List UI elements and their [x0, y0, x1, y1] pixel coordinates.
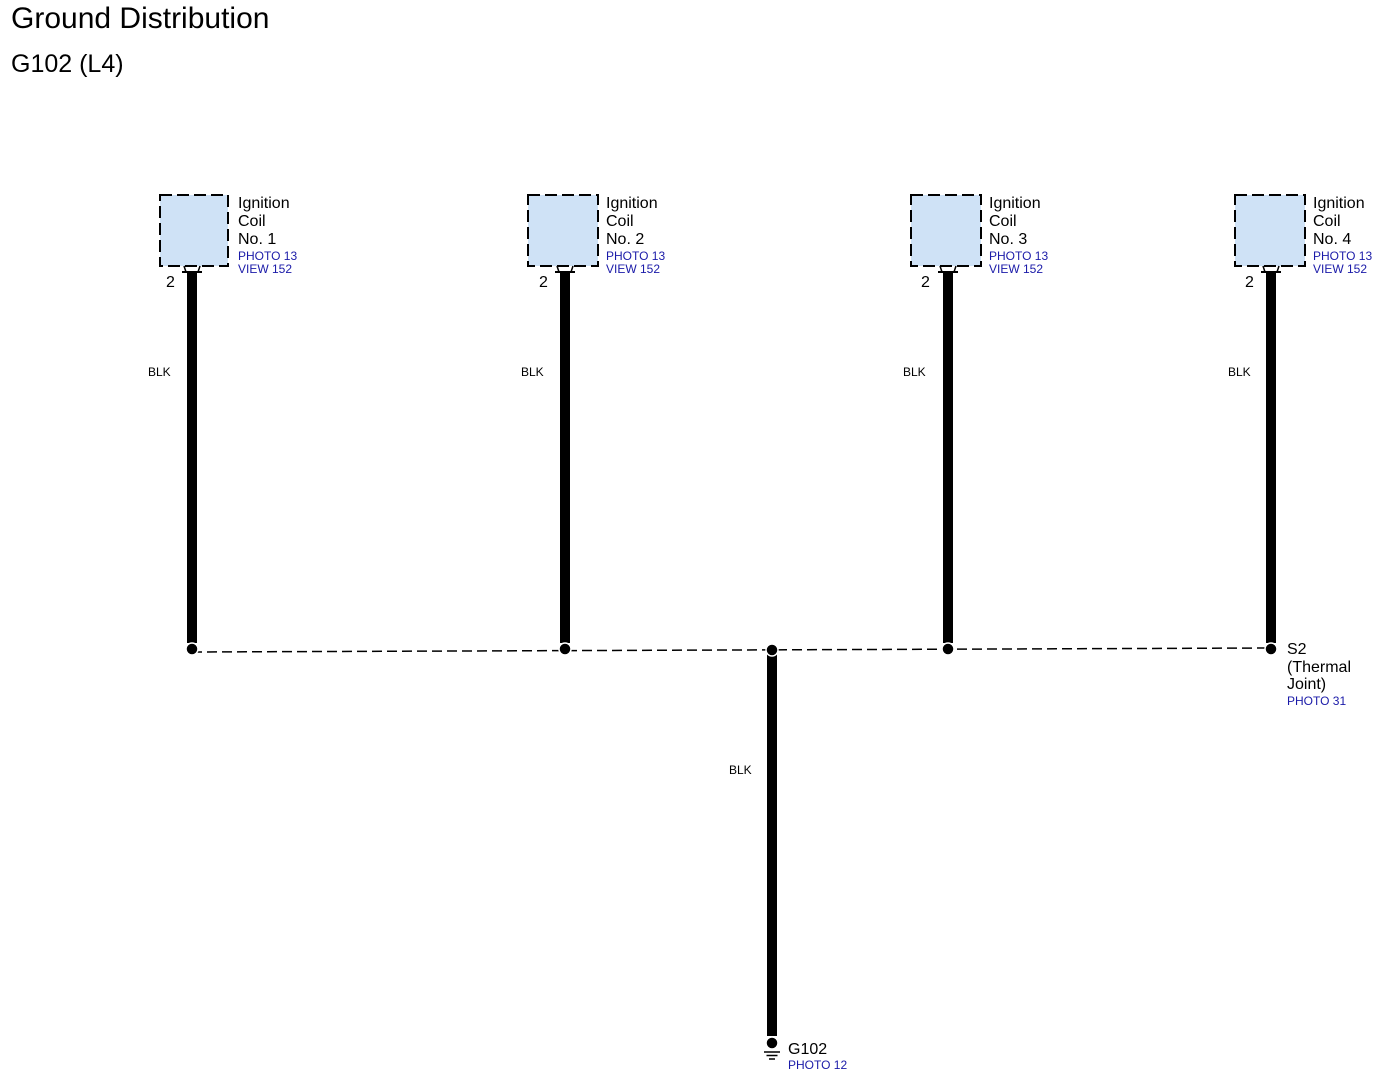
connector-tick-right: [953, 265, 957, 273]
component-name-line: Coil: [989, 213, 1017, 230]
component-name-line: Coil: [238, 213, 266, 230]
connector-tick-left: [939, 265, 943, 273]
wire-color-label: BLK: [729, 763, 752, 777]
component-name-line: Ignition: [989, 195, 1041, 212]
splice-node: [558, 642, 572, 656]
ground-icon: [764, 1036, 780, 1060]
wire-color-label: BLK: [1228, 365, 1251, 379]
component-ignition-coil-1[interactable]: Ignition Coil No. 1 PHOTO 13 VIEW 152 2 …: [148, 194, 297, 656]
pin-number: 2: [921, 274, 930, 291]
splice-name-line: S2: [1287, 641, 1307, 658]
photo-ref-link[interactable]: PHOTO 12: [788, 1058, 847, 1072]
component-name-line: Ignition: [1313, 195, 1365, 212]
component-box: [1234, 194, 1306, 267]
component-name-line: No. 1: [238, 231, 276, 248]
splice-bus-line: [191, 647, 1272, 653]
component-name-line: No. 4: [1313, 231, 1351, 248]
splice-node: [1264, 642, 1278, 656]
wire-color-label: BLK: [521, 365, 544, 379]
component-name-line: Coil: [606, 213, 634, 230]
connector-tick-left: [556, 265, 560, 273]
connector-tick-left: [1262, 265, 1266, 273]
splice-node: [185, 642, 199, 656]
photo-ref-link[interactable]: PHOTO 13: [989, 249, 1048, 263]
connector-tick-right: [570, 265, 574, 273]
pin-number: 2: [1245, 274, 1254, 291]
component-name-line: No. 2: [606, 231, 644, 248]
component-ignition-coil-4[interactable]: Ignition Coil No. 4 PHOTO 13 VIEW 152 2 …: [1228, 194, 1372, 656]
pin-number: 2: [539, 274, 548, 291]
view-ref-link[interactable]: VIEW 152: [1313, 262, 1367, 276]
component-name-line: Ignition: [606, 195, 658, 212]
photo-ref-link[interactable]: PHOTO 13: [238, 249, 297, 263]
ground-g102[interactable]: BLK G102 PHOTO 12: [729, 643, 847, 1072]
component-name-line: No. 3: [989, 231, 1027, 248]
wire-color-label: BLK: [903, 365, 926, 379]
splice-name-line: (Thermal: [1287, 659, 1351, 676]
view-ref-link[interactable]: VIEW 152: [606, 262, 660, 276]
component-ignition-coil-3[interactable]: Ignition Coil No. 3 PHOTO 13 VIEW 152 2 …: [903, 194, 1048, 656]
component-box: [527, 194, 599, 267]
pin-number: 2: [166, 274, 175, 291]
diagram-title: Ground Distribution: [11, 2, 270, 35]
component-box: [159, 194, 229, 267]
view-ref-link[interactable]: VIEW 152: [238, 262, 292, 276]
diagram-subtitle: G102 (L4): [11, 50, 124, 78]
photo-ref-link[interactable]: PHOTO 13: [1313, 249, 1372, 263]
component-name-line: Ignition: [238, 195, 290, 212]
connector-tick-right: [197, 265, 201, 273]
component-ignition-coil-2[interactable]: Ignition Coil No. 2 PHOTO 13 VIEW 152 2 …: [521, 194, 665, 656]
splice-name-line: Joint): [1287, 676, 1326, 693]
splice-node: [941, 642, 955, 656]
connector-tick-left: [183, 265, 187, 273]
connector-tick-right: [1276, 265, 1280, 273]
splice-node: [765, 643, 779, 657]
component-name-line: Coil: [1313, 213, 1341, 230]
ground-name: G102: [788, 1041, 827, 1058]
view-ref-link[interactable]: VIEW 152: [989, 262, 1043, 276]
photo-ref-link[interactable]: PHOTO 13: [606, 249, 665, 263]
splice-s2[interactable]: S2 (Thermal Joint) PHOTO 31: [1287, 641, 1351, 708]
wire-color-label: BLK: [148, 365, 171, 379]
component-box: [910, 194, 982, 267]
photo-ref-link[interactable]: PHOTO 31: [1287, 694, 1346, 708]
